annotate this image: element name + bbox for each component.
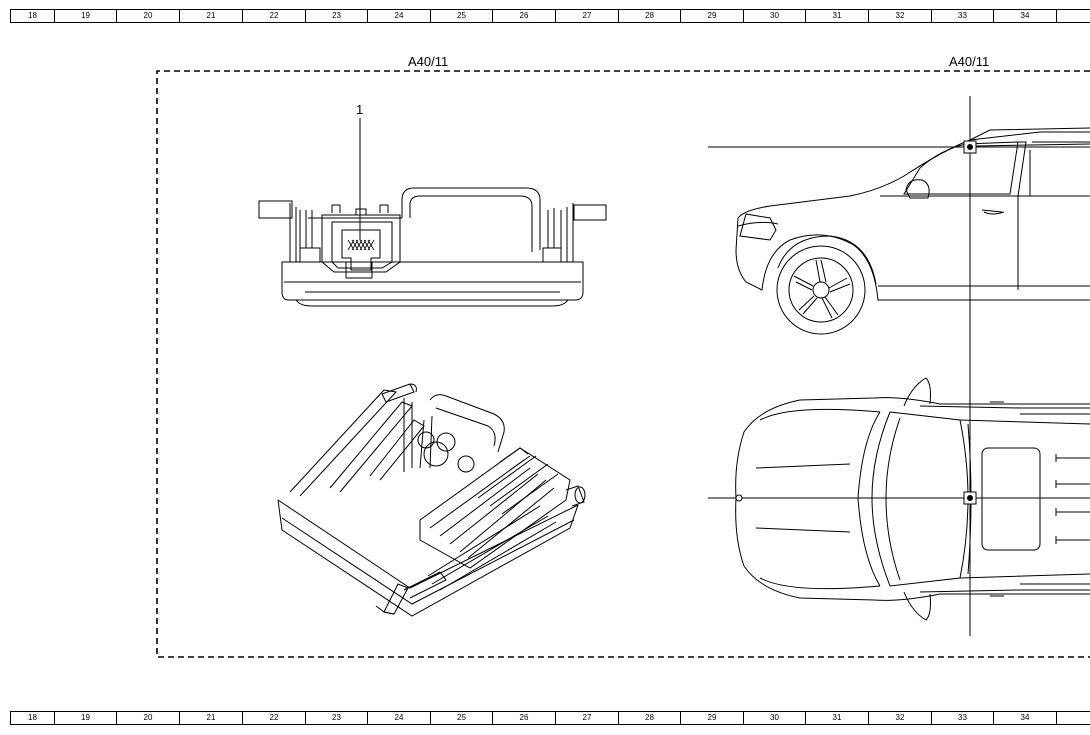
callout-number: 1: [356, 102, 364, 117]
bottom-ruler-cell: 24: [367, 711, 430, 725]
bottom-ruler-cell: 31: [805, 711, 868, 725]
bottom-ruler-cell: 34: [993, 711, 1056, 725]
top-ruler-cell: 23: [305, 9, 367, 23]
bottom-ruler: 18 19 20 21 22 23 24 25 26 27 28 29 30 3…: [0, 711, 1090, 725]
top-ruler-cell: 21: [179, 9, 242, 23]
bottom-ruler-cell: 33: [931, 711, 993, 725]
vehicle-top-view: [735, 377, 1090, 621]
top-ruler-cell: 31: [805, 9, 868, 23]
bottom-ruler-cell: 26: [492, 711, 555, 725]
top-ruler-cell: 29: [680, 9, 743, 23]
top-ruler-cell: 20: [116, 9, 179, 23]
top-ruler-cell: 33: [931, 9, 993, 23]
vehicle-side-view: [735, 127, 1090, 335]
module-isometric-view: [277, 383, 586, 617]
bottom-ruler-cell: 18: [10, 711, 54, 725]
bottom-ruler-lower-line: [10, 724, 1090, 725]
bottom-ruler-cell: 22: [242, 711, 305, 725]
top-ruler-cell: 27: [555, 9, 618, 23]
top-ruler-cell: 34: [993, 9, 1056, 23]
bottom-ruler-upper-line: [10, 711, 1090, 712]
top-ruler-cell: 30: [743, 9, 805, 23]
top-ruler-cell: 24: [367, 9, 430, 23]
top-ruler: 18 19 20 21 22 23 24 25 26 27 28 29 30 3…: [0, 9, 1090, 23]
bottom-ruler-cell: 29: [680, 711, 743, 725]
bottom-ruler-cell: 20: [116, 711, 179, 725]
top-ruler-cell: 32: [868, 9, 931, 23]
module-side-view: [258, 187, 607, 307]
bottom-ruler-cell: 25: [430, 711, 492, 725]
bottom-ruler-cell: 27: [555, 711, 618, 725]
top-ruler-lower-line: [10, 22, 1090, 23]
top-ruler-upper-line: [10, 9, 1090, 10]
component-view-title: A40/11: [408, 54, 449, 69]
bottom-ruler-cell-end: [1056, 711, 1090, 725]
top-view-crosshair: [708, 491, 1090, 505]
top-ruler-cell-end: [1056, 9, 1090, 23]
top-ruler-cell: 28: [618, 9, 680, 23]
side-view-crosshair: [708, 96, 1090, 636]
bottom-ruler-cell: 19: [54, 711, 116, 725]
dashed-frame: [156, 70, 1090, 658]
bottom-ruler-cell: 30: [743, 711, 805, 725]
top-ruler-cell: 25: [430, 9, 492, 23]
top-ruler-cell: 22: [242, 9, 305, 23]
top-ruler-cell: 26: [492, 9, 555, 23]
top-ruler-cell: 19: [54, 9, 116, 23]
vehicle-view-title: A40/11: [949, 54, 990, 69]
bottom-ruler-cell: 32: [868, 711, 931, 725]
bottom-ruler-cell: 21: [179, 711, 242, 725]
bottom-ruler-cell: 28: [618, 711, 680, 725]
top-ruler-cell: 18: [10, 9, 54, 23]
bottom-ruler-cell: 23: [305, 711, 367, 725]
